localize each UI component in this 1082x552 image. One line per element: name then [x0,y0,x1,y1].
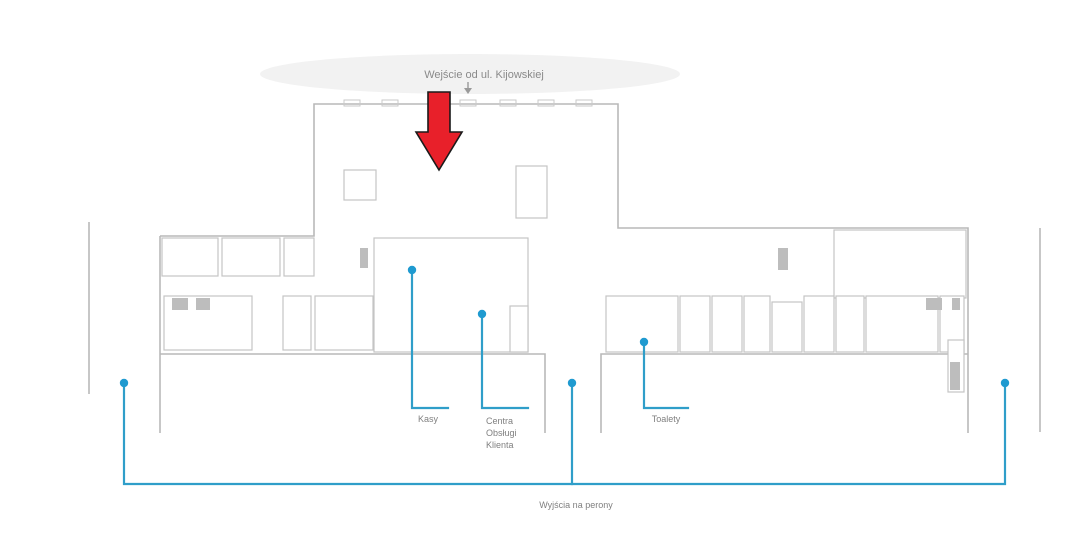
toilets-label: Toalety [652,414,681,424]
small-down-arrow-icon [464,82,472,94]
entrance-haze [260,54,680,94]
right-wing-rooms [605,229,967,393]
ticket-hall [373,237,529,353]
building-outline [159,103,969,433]
service-booth [509,305,529,353]
left-wing-rooms [161,237,374,351]
platform-exits-label: Wyjścia na perony [539,500,613,510]
kasy-leader [407,265,450,410]
upper-hall-kiosk [343,169,377,201]
entrance-label: Wejście od ul. Kijowskiej [424,69,544,81]
kasy-label: Kasy [418,414,439,424]
upper-hall-booth [515,165,548,219]
red-down-arrow-icon [414,91,464,172]
toilets-leader [639,337,690,410]
platform-exits-bracket [119,378,1010,486]
customer-service-label-line3: Klienta [486,440,514,450]
customer-service-label-line2: Obsługi [486,428,517,438]
entrance-doors [343,99,593,107]
customer-service-leader [477,309,530,410]
customer-service-label-line1: Centra [486,416,513,426]
